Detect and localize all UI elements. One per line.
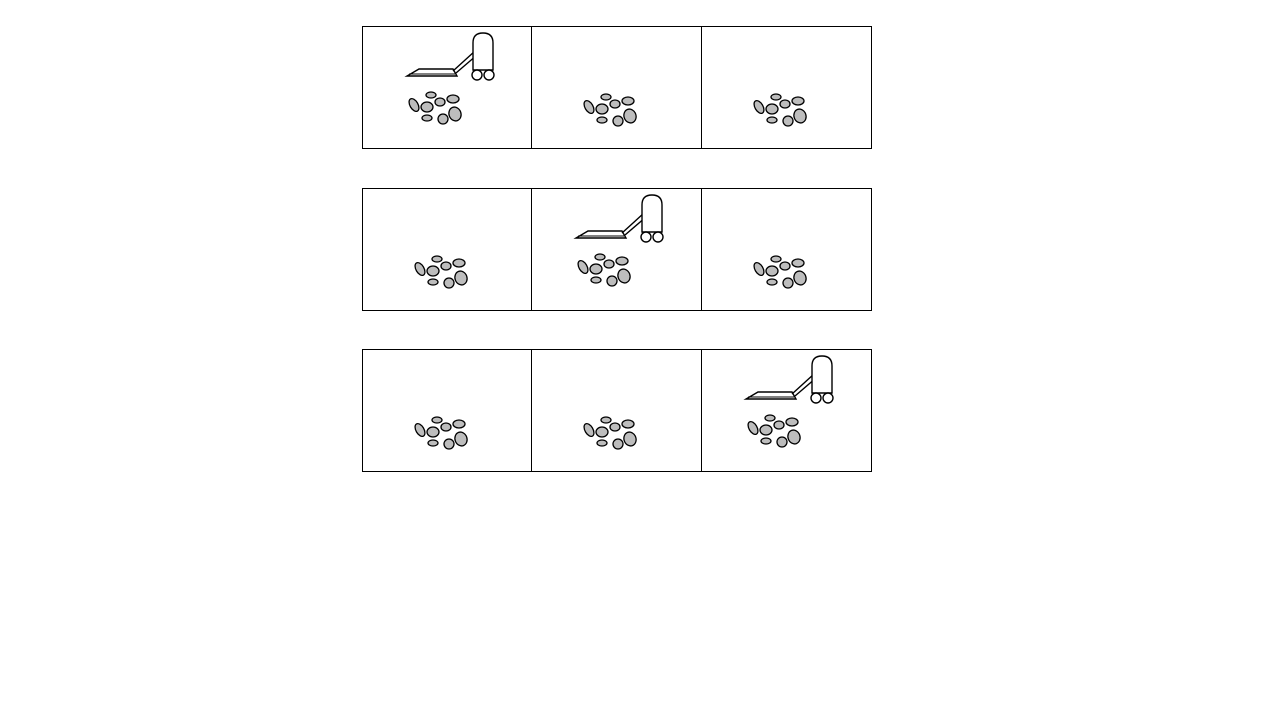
room-cell (702, 350, 871, 471)
room-cell (363, 350, 533, 471)
state-row-3 (362, 349, 872, 472)
room-with-vacuum (573, 194, 665, 287)
room-cell (702, 189, 871, 310)
room-without-vacuum (753, 255, 807, 289)
state-row-1 (362, 26, 872, 149)
room-cell (532, 27, 702, 148)
dirt-pile-icon (408, 91, 462, 125)
room-with-vacuum (404, 32, 495, 125)
dirt-pile-icon (753, 255, 807, 289)
dirt-pile-icon (577, 253, 632, 287)
room-cell (363, 27, 533, 148)
room-without-vacuum (414, 416, 468, 450)
vacuum-cleaner-icon (404, 32, 495, 81)
dirt-pile-icon (414, 416, 468, 450)
dirt-pile-icon (414, 255, 468, 289)
room-cell (532, 189, 702, 310)
room-without-vacuum (414, 255, 468, 289)
room-with-vacuum (743, 355, 834, 448)
room-cell (532, 350, 702, 471)
room-without-vacuum (583, 93, 638, 127)
room-without-vacuum (583, 416, 638, 450)
room-cell (363, 189, 533, 310)
room-without-vacuum (753, 93, 807, 127)
state-row-2 (362, 188, 872, 311)
dirt-pile-icon (747, 414, 801, 448)
room-cell (702, 27, 871, 148)
vacuum-cleaner-icon (743, 355, 834, 404)
dirt-pile-icon (583, 416, 638, 450)
dirt-pile-icon (583, 93, 638, 127)
dirt-pile-icon (753, 93, 807, 127)
vacuum-cleaner-icon (573, 194, 665, 243)
